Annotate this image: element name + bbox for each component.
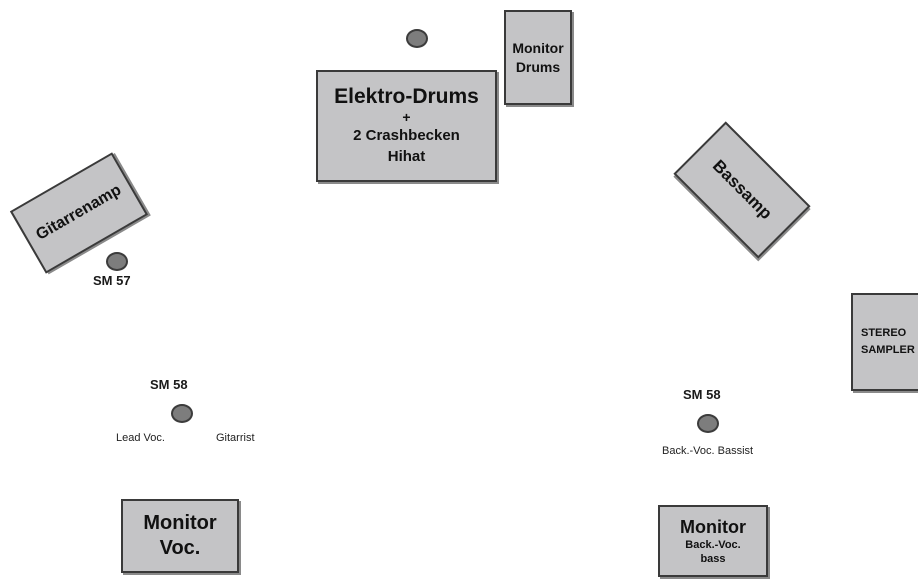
guitar-mic-icon	[106, 252, 128, 271]
drums-title: Elektro-Drums	[334, 85, 479, 108]
monitor-voc-line2: Voc.	[159, 537, 201, 559]
drums-plus: +	[402, 109, 411, 125]
guitar-amp-box: Gitarrenamp	[9, 152, 149, 274]
monitor-drums-box: Monitor Drums	[504, 10, 572, 105]
monitor-voc-box: Monitor Voc.	[121, 499, 239, 573]
monitor-back-line2: Back.-Voc.	[685, 538, 741, 551]
back-mic-label: SM 58	[683, 387, 721, 402]
back-mic-note: Back.-Voc. Bassist	[662, 445, 754, 457]
back-mic-icon	[697, 414, 719, 433]
drums-hihat: Hihat	[387, 148, 426, 165]
monitor-voc-line1: Monitor	[143, 512, 217, 534]
lead-mic-note-right: Gitarrist	[216, 432, 255, 444]
sampler-line2: SAMPLER	[861, 344, 915, 356]
lead-mic-icon	[171, 404, 193, 423]
lead-mic-note-left: Lead Voc.	[116, 432, 165, 444]
guitar-mic-label: SM 57	[93, 273, 131, 288]
monitor-back-line1: Monitor	[680, 516, 746, 537]
lead-mic-label: SM 58	[150, 377, 188, 392]
monitor-back-line3: bass	[700, 552, 726, 565]
bass-amp-label: Bassamp	[708, 156, 776, 224]
sampler-line1: STEREO	[861, 327, 907, 339]
monitor-drums-line1: Monitor	[512, 39, 564, 56]
monitor-back-box: Monitor Back.-Voc. bass	[658, 505, 768, 577]
drum-mic-icon	[406, 29, 428, 48]
guitar-amp-label: Gitarrenamp	[33, 181, 125, 244]
drums-crash: 2 Crashbecken	[353, 127, 460, 144]
monitor-drums-line2: Drums	[515, 58, 561, 75]
stereo-sampler-box: STEREO SAMPLER	[851, 293, 918, 391]
elektro-drums-box: Elektro-Drums + 2 Crashbecken Hihat	[316, 70, 497, 182]
bass-amp-box: Bassamp	[673, 121, 811, 259]
